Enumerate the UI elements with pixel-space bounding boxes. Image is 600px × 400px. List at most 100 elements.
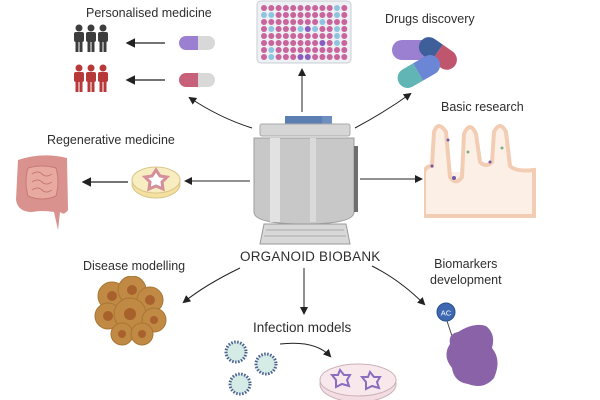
well: [261, 40, 267, 46]
well: [304, 26, 311, 32]
well: [319, 40, 326, 46]
tumor-organoid-icon: [94, 276, 167, 346]
well: [261, 33, 267, 39]
well: [341, 47, 348, 53]
well: [334, 33, 340, 39]
well: [261, 19, 267, 25]
well: [312, 12, 319, 18]
well: [275, 12, 282, 18]
well: [319, 47, 326, 53]
well: [326, 12, 333, 18]
well: [304, 19, 311, 25]
well: [282, 12, 289, 18]
well: [326, 19, 333, 25]
virus-2: [254, 352, 278, 376]
well: [282, 33, 289, 39]
patient-group-icon: [74, 24, 108, 92]
label-biomarkers-line1: Biomarkers: [434, 257, 498, 271]
well: [297, 19, 304, 25]
well: [319, 33, 326, 39]
well: [334, 12, 340, 18]
acetylated-protein-icon: AC: [436, 302, 498, 386]
well: [297, 54, 304, 60]
well: [290, 12, 297, 18]
well: [290, 5, 297, 11]
well: [341, 26, 348, 32]
well: [261, 5, 267, 11]
well: [304, 12, 311, 18]
well: [304, 47, 311, 53]
well: [312, 40, 319, 46]
well: [290, 54, 297, 60]
well: [312, 26, 319, 32]
acetyl-badge: [436, 302, 456, 322]
well: [261, 26, 267, 32]
arrow-to-personalised-medicine: [188, 96, 253, 129]
well: [341, 54, 348, 60]
well: [312, 5, 319, 11]
well: [282, 40, 289, 46]
well: [334, 26, 340, 32]
well: [297, 26, 304, 32]
label-biomarkers-line2: development: [430, 273, 502, 287]
label-personalised-medicine: Personalised medicine: [86, 6, 212, 20]
label-infection-models: Infection models: [253, 320, 352, 335]
well: [304, 33, 311, 39]
tank-lid: [285, 116, 325, 124]
well: [312, 19, 319, 25]
well: [297, 12, 304, 18]
virus-icon: [224, 340, 278, 396]
well: [312, 33, 319, 39]
well: [290, 40, 297, 46]
label-biomarkers-development: Biomarkers development: [430, 256, 502, 288]
well: [334, 47, 340, 53]
well: [275, 54, 282, 60]
well: [275, 5, 282, 11]
arrow-to-drugs-discovery: [354, 92, 412, 129]
well: [268, 54, 275, 60]
well: [297, 5, 304, 11]
well: [319, 19, 326, 25]
well: [326, 26, 333, 32]
tank-control-panel: [322, 116, 332, 126]
well: [268, 47, 275, 53]
label-drugs-discovery: Drugs discovery: [385, 12, 475, 26]
well: [341, 12, 348, 18]
label-basic-research: Basic research: [441, 100, 524, 114]
well: [312, 54, 319, 60]
infected-petri-dish-icon: [319, 363, 397, 400]
intestine-icon: [16, 155, 68, 230]
well: [326, 5, 333, 11]
capsule-teal-blue: [397, 55, 441, 88]
intestinal-villi-icon: [424, 124, 536, 218]
well: [268, 19, 275, 25]
well: [326, 33, 333, 39]
well: [282, 5, 289, 11]
well: [304, 40, 311, 46]
virus-1: [224, 340, 248, 364]
well: [275, 40, 282, 46]
capsule-icon: [179, 36, 215, 87]
well: [282, 19, 289, 25]
cryogenic-storage-tank: [253, 116, 358, 245]
well: [290, 26, 297, 32]
center-title: ORGANOID BIOBANK: [240, 249, 381, 264]
capsule-pink: [179, 73, 215, 87]
well: [268, 26, 275, 32]
well: [312, 47, 319, 53]
well: [304, 54, 311, 60]
well: [319, 12, 326, 18]
well: [268, 12, 275, 18]
well: [268, 33, 275, 39]
well: [341, 40, 348, 46]
well: [326, 40, 333, 46]
arrow-virus-to-dish: [279, 342, 332, 358]
well: [319, 54, 326, 60]
capsules-icon: [392, 37, 457, 88]
well: [334, 19, 340, 25]
petri-dish-icon: [131, 166, 181, 199]
well: [334, 5, 340, 11]
well: [268, 40, 275, 46]
well: [261, 12, 267, 18]
